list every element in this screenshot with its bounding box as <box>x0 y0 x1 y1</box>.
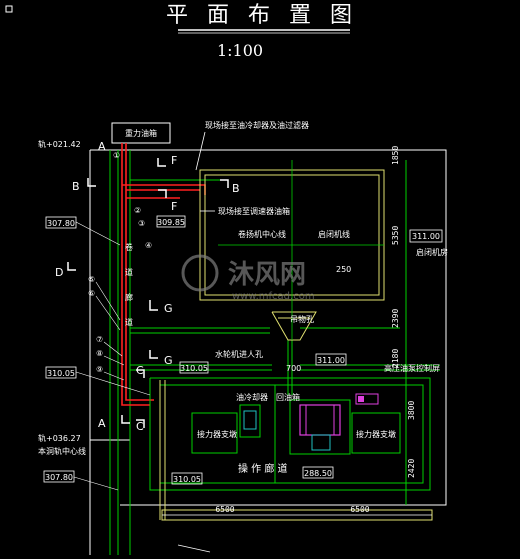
hoist-center-label: 卷扬机中心线 <box>238 229 286 239</box>
note-mid: 现场接至调速器油箱 <box>218 206 290 216</box>
passage-char-1: 卷 <box>125 242 133 252</box>
level-tags: 307.80 309.85 310.05 310.05 311.00 288.5… <box>43 215 347 491</box>
filter-label: 回油箱 <box>276 392 300 402</box>
circle-mark-8: ⑧ <box>96 349 103 358</box>
elevation-bottom-label: 轨+036.27 <box>38 433 81 443</box>
dim-5350: 5350 <box>391 226 400 245</box>
oil-tank-label: 重力油箱 <box>125 128 157 138</box>
level-tag-307-upper: 307.80 <box>47 219 75 228</box>
equipment: 接力器支墩 油冷却器 回油箱 接力器支墩 <box>191 392 401 455</box>
dim-1850: 1850 <box>391 146 400 165</box>
elevation-top-label: 轨+021.42 <box>38 139 81 149</box>
dim-3800: 3800 <box>407 401 416 420</box>
passage-char-4: 道 <box>125 317 133 327</box>
circle-marks: ① ② ③ ④ ⑤ ⑥ ⑦ ⑧ ⑨ <box>88 151 152 374</box>
drawing-title: 平 面 布 置 图 <box>166 3 358 28</box>
dim-2420: 2420 <box>407 459 416 478</box>
outer-boundary <box>120 149 447 506</box>
level-tag-311-right: 311.00 <box>412 232 440 241</box>
circle-mark-2: ② <box>134 206 141 215</box>
circle-mark-7: ⑦ <box>96 335 103 344</box>
circle-mark-9: ⑨ <box>96 365 103 374</box>
corridor-label: 操 作 廊 道 <box>238 462 288 475</box>
watermark-cn: 沐风网 <box>228 260 306 290</box>
watermark: 沐风网 www.mfcad.com <box>181 254 315 302</box>
passage-char-2: 道 <box>125 267 133 277</box>
level-tag-288: 288.50 <box>304 469 332 478</box>
water-inlet-label: 水轮机进人孔 <box>215 349 263 359</box>
circle-mark-5: ⑤ <box>88 275 95 284</box>
interior-walls <box>130 160 440 505</box>
section-c-bottom: C <box>136 420 144 433</box>
oil-tank-box <box>111 122 171 144</box>
pump-left-label: 接力器支墩 <box>197 429 237 439</box>
hoist-room-label: 启闭机房 <box>416 247 448 257</box>
section-brackets <box>67 158 229 428</box>
circle-mark-4: ④ <box>145 241 152 250</box>
watermark-url: www.mfcad.com <box>232 291 315 302</box>
section-a-bottom: A <box>98 417 106 430</box>
section-b-left: B <box>72 180 80 193</box>
circle-mark-6: ⑥ <box>88 289 95 298</box>
dim-2390: 2390 <box>391 309 400 328</box>
section-f-top: F <box>171 154 177 167</box>
level-tag-309: 309.85 <box>157 218 185 227</box>
dim-6500-left: 6500 <box>215 505 234 514</box>
section-g-low: G <box>164 354 173 367</box>
section-f-mid: F <box>171 200 177 213</box>
panel-label: 高压油泵控制屏 <box>384 363 440 373</box>
note-top: 现场接至油冷却器及油过滤器 <box>205 120 309 130</box>
level-tag-310-low: 310.05 <box>173 475 201 484</box>
shaft-label: 吊物孔 <box>290 314 314 324</box>
dim-700: 700 <box>286 364 301 373</box>
pump-right-label: 接力器支墩 <box>356 429 396 439</box>
section-d-left: D <box>55 266 63 279</box>
level-tag-311-mid: 311.00 <box>317 356 345 365</box>
circle-mark-1: ① <box>113 151 120 160</box>
dim-250: 250 <box>336 265 351 274</box>
section-g-mid: G <box>164 302 173 315</box>
circle-mark-3: ③ <box>138 219 145 228</box>
hoist-room <box>159 169 433 521</box>
section-c-mid: C <box>136 364 144 377</box>
corner-box <box>5 5 13 13</box>
vertical-dims: 1850 5350 2390 2180 3800 2420 <box>391 146 416 478</box>
dim-6500-right: 6500 <box>350 505 369 514</box>
drawing-scale: 1:100 <box>217 41 263 60</box>
section-a-top: A <box>98 140 106 153</box>
hoist-label: 启闭机线 <box>318 229 350 239</box>
cooler-label: 油冷却器 <box>236 392 268 402</box>
elevation-bottom-note: 本洞轨中心线 <box>38 446 86 456</box>
section-b-right: B <box>232 182 240 195</box>
level-tag-310-mid: 310.05 <box>180 364 208 373</box>
level-tag-310-left: 310.05 <box>47 369 75 378</box>
level-tag-307-lower: 307.80 <box>45 473 73 482</box>
passage-char-3: 廊 <box>125 292 133 302</box>
dim-2180: 2180 <box>391 349 400 368</box>
